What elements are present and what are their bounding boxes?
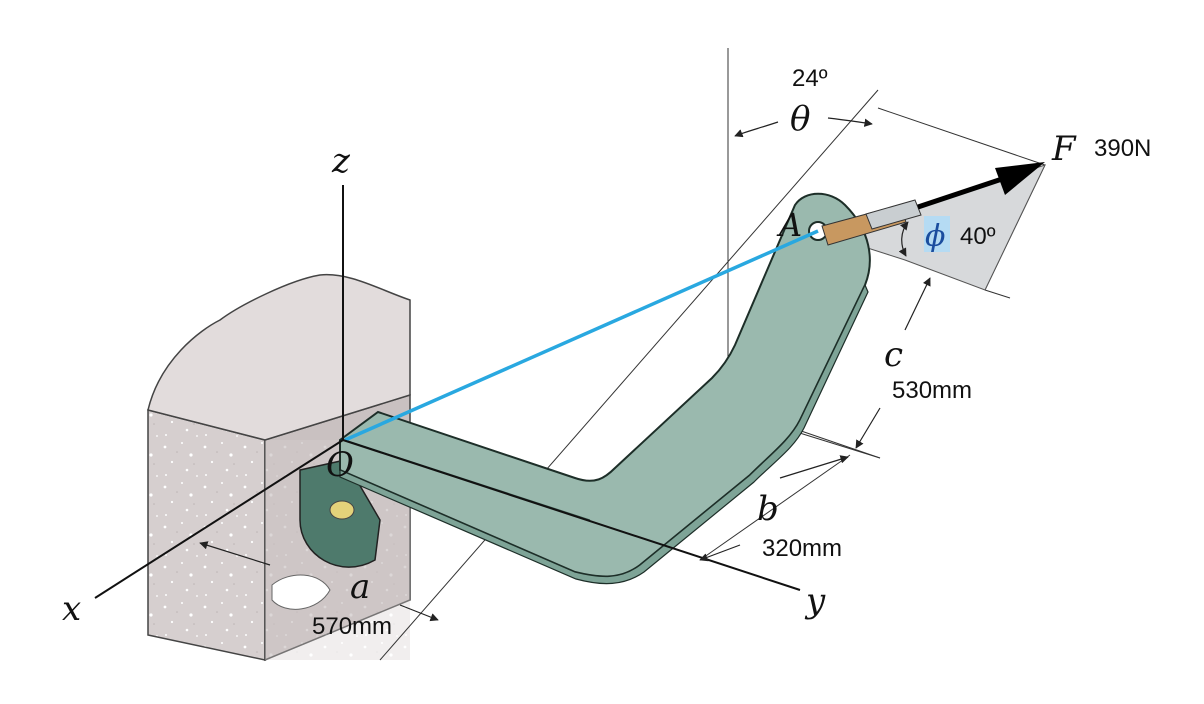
point-a-label: A xyxy=(776,206,802,244)
phi-highlight xyxy=(924,216,950,252)
x-axis-label: x xyxy=(62,589,81,629)
labels: z x y O A F 390N θ 24º ϕ 40º c 530mm b 3… xyxy=(62,65,1151,640)
bolt-icon xyxy=(329,500,355,520)
force-arrow xyxy=(917,162,1045,210)
theta-value: 24º xyxy=(792,65,828,92)
x-axis-line xyxy=(94,439,344,599)
position-vector-oa xyxy=(344,229,819,442)
cable-fitting xyxy=(821,199,922,246)
axes xyxy=(94,185,801,599)
c-label: c xyxy=(884,335,903,375)
a-value: 570mm xyxy=(312,613,392,640)
phi-value: 40º xyxy=(960,223,996,250)
z-axis-label: z xyxy=(331,141,351,181)
force-value: 390N xyxy=(1094,135,1151,162)
theta-label: θ xyxy=(790,99,810,139)
c-value: 530mm xyxy=(892,377,972,404)
construction-lines xyxy=(379,48,1046,661)
dimension-lines xyxy=(199,117,931,622)
force-label: F xyxy=(1051,129,1077,169)
y-axis-line xyxy=(342,439,801,591)
a-label: a xyxy=(350,567,370,607)
b-label: b xyxy=(757,489,779,529)
phi-label: ϕ xyxy=(925,219,945,254)
y-axis-label: y xyxy=(804,581,826,621)
origin-label: O xyxy=(326,445,354,485)
concrete-wall xyxy=(147,273,411,662)
b-value: 320mm xyxy=(762,535,842,562)
